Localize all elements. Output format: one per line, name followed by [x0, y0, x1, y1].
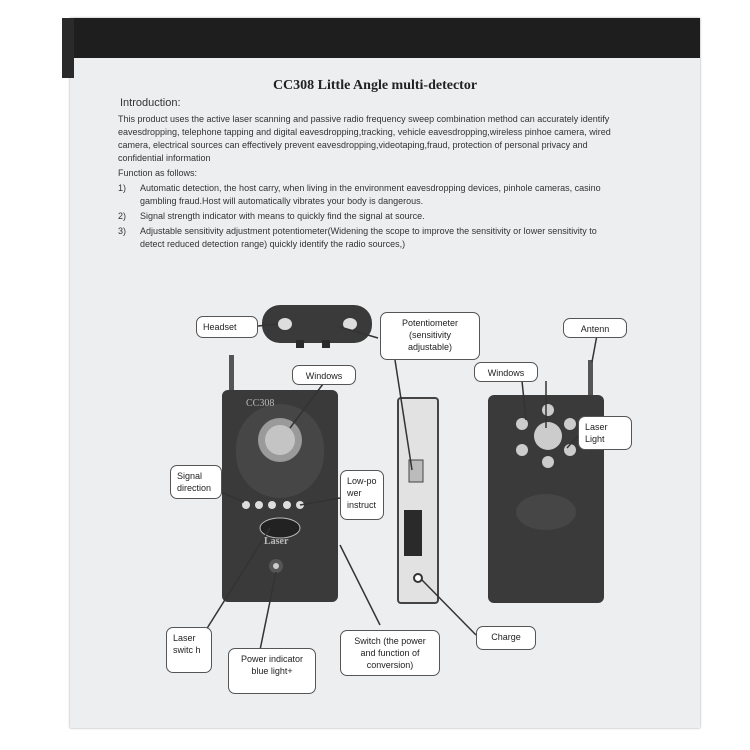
device-front-view: [222, 355, 338, 602]
introduction-paragraph: This product uses the active laser scann…: [118, 114, 611, 163]
device-back-view: [488, 360, 604, 603]
function-item-text: Adjustable sensitivity adjustment potent…: [140, 226, 597, 249]
function-item-text: Signal strength indicator with means to …: [140, 211, 425, 221]
introduction-heading: Introduction:: [120, 97, 181, 109]
function-item-text: Automatic detection, the host carry, whe…: [140, 183, 601, 206]
callout-windows-front: Windows: [292, 365, 356, 385]
function-item-number: 1): [118, 183, 127, 193]
callout-headset: Headset: [196, 316, 258, 338]
function-item: 2) Signal strength indicator with means …: [118, 210, 618, 223]
callout-low-power: Low-po wer instruct: [340, 470, 384, 520]
function-heading: Function as follows:: [118, 168, 198, 178]
callout-charge: Charge: [476, 626, 536, 650]
function-item-number: 3): [118, 226, 127, 236]
device-side-view: [397, 397, 439, 604]
document-page: [70, 18, 700, 728]
page-left-edge: [62, 18, 74, 78]
page-top-band: [70, 18, 700, 58]
callout-laser-switch: Laser switc h: [166, 627, 212, 673]
function-item: 3) Adjustable sensitivity adjustment pot…: [118, 225, 618, 251]
device-model-text: CC308: [246, 398, 275, 409]
laser-text: Laser: [264, 536, 289, 547]
device-top-view: [262, 305, 372, 348]
callout-switch: Switch (the power and function of conver…: [340, 630, 440, 676]
function-item: 1) Automatic detection, the host carry, …: [118, 182, 618, 208]
callout-laser-light: Laser Light: [578, 416, 632, 450]
callout-power-indicator: Power indicator blue light+: [228, 648, 316, 694]
document-title: CC308 Little Angle multi-detector: [272, 78, 478, 93]
function-list: 1) Automatic detection, the host carry, …: [118, 182, 618, 253]
function-item-number: 2): [118, 211, 127, 221]
callout-signal-direction: Signal direction: [170, 465, 222, 499]
callout-antenn: Antenn: [563, 318, 627, 338]
callout-windows-back: Windows: [474, 362, 538, 382]
callout-potentiometer: Potentiometer (sensitivity adjustable): [380, 312, 480, 360]
